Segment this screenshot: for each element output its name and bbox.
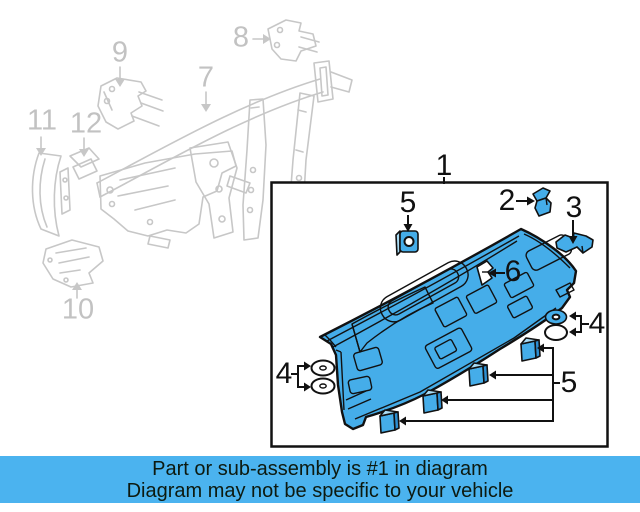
callout-7-label: 7 — [197, 61, 215, 94]
callout-5-top-label: 5 — [399, 186, 417, 219]
callout-6-label: 6 — [504, 255, 522, 288]
clip-5-d — [379, 409, 400, 434]
grommets-left — [310, 359, 336, 395]
callout-3-label: 3 — [565, 191, 583, 224]
clip-5-b — [468, 362, 489, 387]
callout-8-label: 8 — [232, 21, 250, 54]
disclaimer-line-1: Part or sub-assembly is #1 in diagram — [152, 457, 488, 480]
callout-5-right-label: 5 — [560, 366, 578, 399]
callout-2-label: 2 — [498, 184, 516, 217]
callout-4-right-label: 4 — [588, 307, 606, 340]
callout-10-label: 10 — [61, 293, 95, 326]
clip-5-top — [395, 230, 419, 256]
callout-12-label: 12 — [69, 107, 103, 140]
callout-4-left-label: 4 — [275, 357, 293, 390]
instrument-panel-highlighted — [310, 187, 594, 434]
clip-2 — [532, 187, 552, 217]
callout-11-label: 11 — [26, 104, 58, 137]
callout-arrows — [291, 196, 589, 426]
callout-1-label: 1 — [435, 149, 453, 182]
clip-5-c — [422, 389, 443, 414]
callout-9-label: 9 — [111, 36, 129, 69]
disclaimer-line-2: Diagram may not be specific to your vehi… — [126, 479, 514, 502]
grommets-right — [544, 309, 568, 341]
disclaimer-banner: Part or sub-assembly is #1 in diagram Di… — [0, 456, 640, 503]
clip-5-a — [520, 337, 541, 362]
